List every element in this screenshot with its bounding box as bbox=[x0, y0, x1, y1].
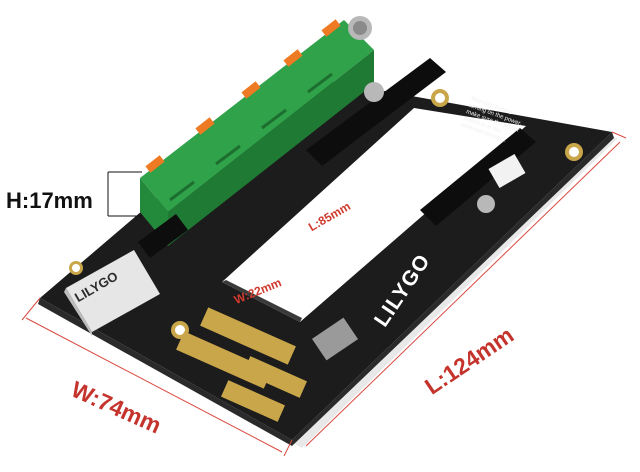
header-left bbox=[306, 58, 446, 166]
header-right bbox=[420, 128, 536, 226]
pcb-edge bbox=[38, 298, 292, 446]
capacitor bbox=[364, 82, 384, 102]
capacitor bbox=[477, 195, 495, 213]
warning-icon bbox=[453, 84, 472, 102]
orange-lever bbox=[241, 81, 261, 99]
cutout-edge bbox=[222, 280, 302, 322]
orange-lever bbox=[283, 49, 303, 67]
orange-lever bbox=[321, 19, 341, 37]
height-bracket bbox=[107, 171, 142, 217]
dimension-lines bbox=[21, 131, 627, 457]
header-small bbox=[138, 214, 188, 258]
jst-connector bbox=[488, 153, 526, 189]
b2b-connectors bbox=[176, 307, 307, 422]
pcb-edge-right bbox=[292, 132, 614, 446]
sd-card-slot bbox=[311, 317, 359, 361]
height-label: H:17mm bbox=[6, 188, 93, 213]
orange-lever bbox=[195, 117, 215, 135]
wireless-module bbox=[66, 250, 160, 332]
board-cutout bbox=[222, 108, 526, 322]
orange-lever bbox=[145, 155, 165, 173]
